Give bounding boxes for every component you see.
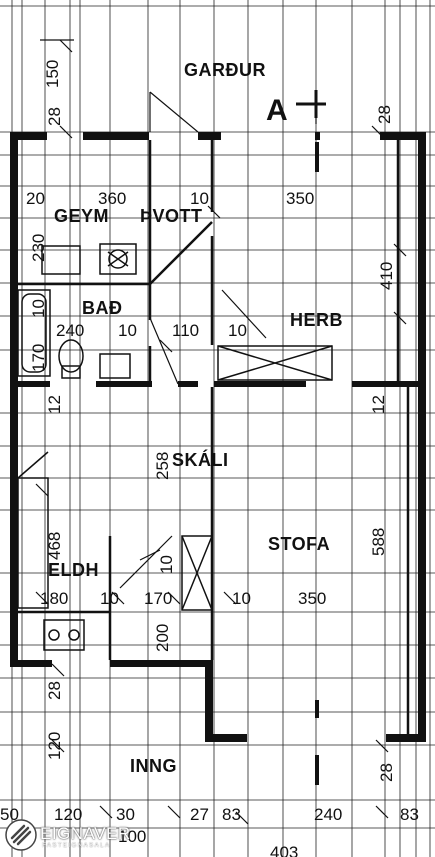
room-label-geym: GEYM xyxy=(54,206,109,226)
dim-label-83-b: 83 xyxy=(400,805,419,824)
dim-label-10-herb: 10 xyxy=(228,321,247,340)
door-swings xyxy=(119,91,267,589)
dim-label-10-bad: 10 xyxy=(29,299,48,318)
logo-brand-text: EIGNAVER xyxy=(40,824,131,843)
dim-label-30: 30 xyxy=(116,805,135,824)
dim-label-100: 100 xyxy=(118,827,146,846)
dim-label-588: 588 xyxy=(369,528,388,556)
dim-label-10-skali: 10 xyxy=(157,555,176,574)
dim-label-110: 110 xyxy=(172,321,199,340)
dim-label-180: 180 xyxy=(40,589,68,608)
dim-label-468: 468 xyxy=(45,532,64,560)
dim-label-12-left: 12 xyxy=(45,395,64,414)
dim-label-50: 50 xyxy=(0,805,19,824)
dim-label-10-bad2: 10 xyxy=(118,321,137,340)
room-label-gardur: GARÐUR xyxy=(184,60,266,80)
room-label-pvott: ÞVOTT xyxy=(140,206,203,226)
room-label-stofa: STOFA xyxy=(268,534,330,554)
dim-label-28-right-bottom: 28 xyxy=(377,763,396,782)
interior-walls xyxy=(18,140,410,734)
dim-label-120-left: 120 xyxy=(45,732,64,760)
dim-label-27: 27 xyxy=(190,805,209,824)
dim-label-28-left-bottom: 28 xyxy=(45,681,64,700)
dim-label-120-bottom: 120 xyxy=(54,805,82,824)
dim-label-10-geym: 10 xyxy=(190,189,209,208)
dim-label-170-eldh: 170 xyxy=(144,589,172,608)
dim-label-28-top-left: 28 xyxy=(45,107,64,126)
walls xyxy=(10,132,426,785)
dim-label-150: 150 xyxy=(43,60,62,88)
room-label-eldh: ELDH xyxy=(48,560,99,580)
dim-label-240: 240 xyxy=(56,321,84,340)
dim-label-360: 360 xyxy=(98,189,126,208)
dim-label-200: 200 xyxy=(153,624,172,652)
room-label-herb: HERB xyxy=(290,310,343,330)
dim-label-20: 20 xyxy=(26,189,45,208)
room-label-inng: INNG xyxy=(130,756,177,776)
dim-label-350-herb: 350 xyxy=(286,189,314,208)
dim-label-410: 410 xyxy=(377,262,396,290)
axis-marker: A xyxy=(266,94,288,127)
room-label-skali: SKÁLI xyxy=(172,449,229,470)
dim-label-240-bottom: 240 xyxy=(314,805,342,824)
dimension-ticks xyxy=(35,39,407,825)
dim-label-170-bad: 170 xyxy=(29,344,48,372)
dim-label-258: 258 xyxy=(153,452,172,480)
logo-mark-icon xyxy=(5,819,37,851)
logo-subtitle-text: FASTEIGNASALA xyxy=(42,843,111,849)
room-label-bad: BAÐ xyxy=(82,298,123,318)
agency-logo: EIGNAVER FASTEIGNASALA xyxy=(4,816,204,856)
dim-label-350-stofa: 350 xyxy=(298,589,326,608)
dim-label-230: 230 xyxy=(29,234,48,262)
dim-label-83-a: 83 xyxy=(222,805,241,824)
dim-label-10-stofa: 10 xyxy=(232,589,251,608)
dim-label-10-eldh: 10 xyxy=(100,589,119,608)
dim-label-28-top-right: 28 xyxy=(375,105,394,124)
dim-label-12-right: 12 xyxy=(369,395,388,414)
fixtures xyxy=(17,243,333,651)
dim-label-403: 403 xyxy=(270,843,298,857)
